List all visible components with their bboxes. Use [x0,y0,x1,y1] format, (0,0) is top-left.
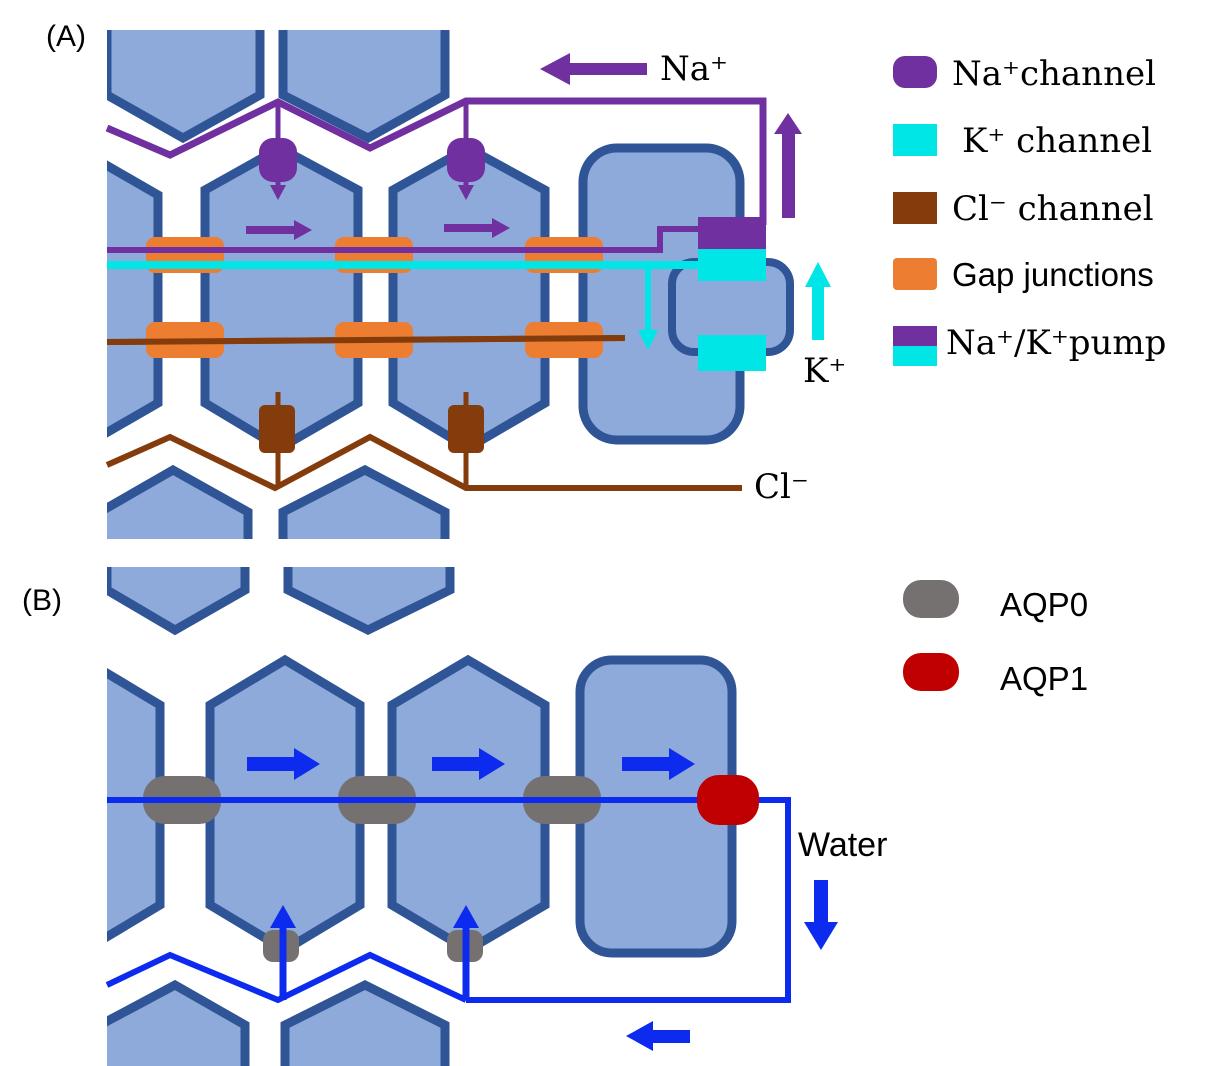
panel-a-arrows [246,53,831,340]
panel-a-label: (A) [46,20,86,53]
k-channel-icon [893,124,937,156]
legend-item-aqp1: AQP1 [903,653,1088,697]
panel-b-arrows [247,748,838,1051]
gap-junction-icon [893,258,937,290]
legend-item-k-channel: K⁺ channel [893,121,1152,161]
cl-channel-icon [893,192,937,224]
panel-a-cells [107,30,550,539]
chloride-channels [259,405,484,453]
legend-label-na-channel: Na⁺channel [952,54,1156,94]
k-label: K⁺ [803,351,846,391]
legend-label-k-channel: K⁺ channel [962,121,1152,161]
legend-label-aqp0: AQP0 [1000,586,1088,623]
legend-item-na-k-pump: Na⁺/K⁺pump [893,323,1166,366]
legend-label-gap-junctions: Gap junctions [952,256,1154,293]
aqp1-channel [697,775,759,825]
legend-item-cl-channel: Cl⁻ channel [893,189,1154,229]
na-label: Na⁺ [660,49,728,89]
cl-label: Cl⁻ [754,467,809,507]
legend-b: AQP0 AQP1 [903,580,1088,697]
na-channel-icon [893,56,937,88]
legend-label-na-k-pump: Na⁺/K⁺pump [946,323,1166,363]
legend-item-na-channel: Na⁺channel [893,54,1156,94]
legend-label-aqp1: AQP1 [1000,660,1088,697]
legend-a: Na⁺channel K⁺ channel Cl⁻ channel Gap ju… [893,54,1166,366]
legend-item-gap-junctions: Gap junctions [893,256,1154,293]
panel-b-label: (B) [22,584,62,617]
aqp0-icon [903,580,959,618]
aqp1-icon [903,653,959,691]
panel-b-cells [107,567,550,1066]
water-label: Water [798,826,887,864]
legend-item-aqp0: AQP0 [903,580,1088,623]
na-k-pump-icon [893,326,937,366]
legend-label-cl-channel: Cl⁻ channel [952,189,1154,229]
sodium-channels [259,138,485,200]
na-k-pump [698,217,766,371]
